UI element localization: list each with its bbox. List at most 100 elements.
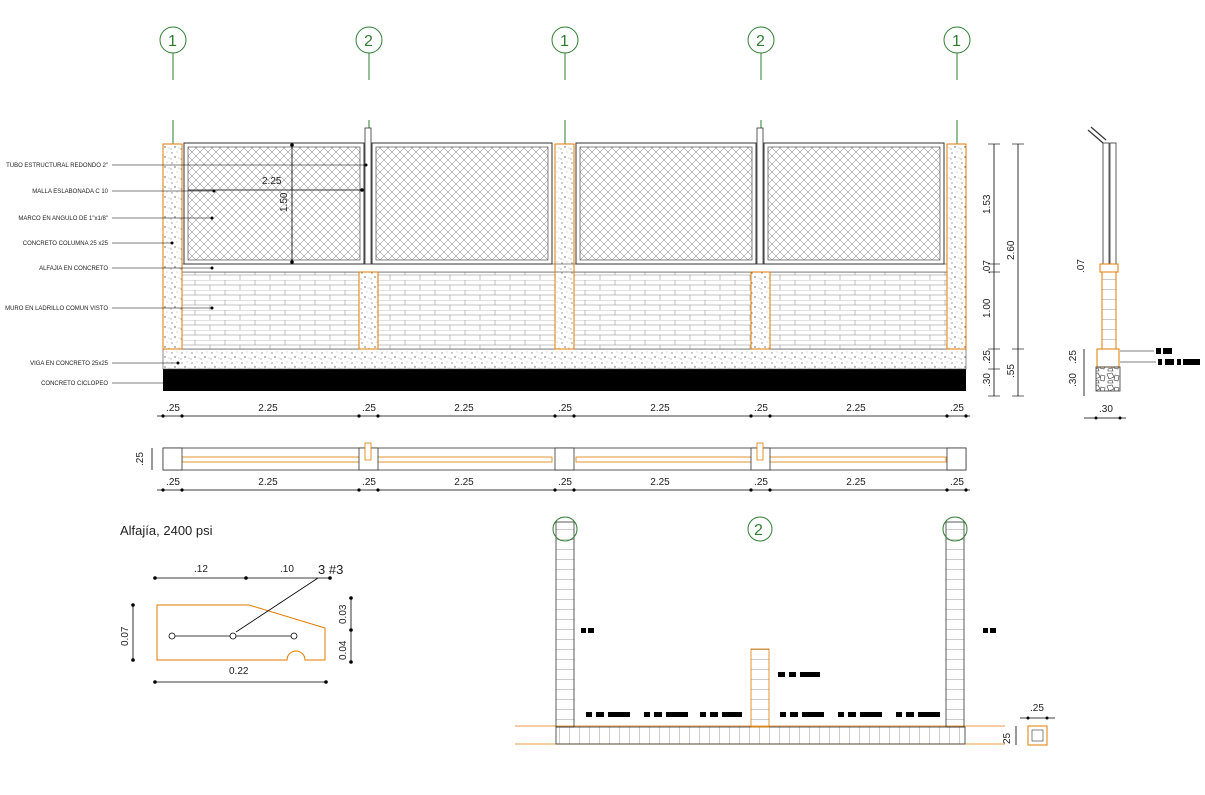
dim-text: .10 <box>280 564 294 575</box>
dim-value: .25 <box>558 403 572 414</box>
dim-value: .25 <box>558 477 572 488</box>
dim-text: .30 <box>982 373 993 387</box>
dim-tick <box>357 414 361 418</box>
callout-text: CONCRETO COLUMNA 25 x25 <box>23 241 109 247</box>
axis-label: 1 <box>952 33 961 50</box>
axis-bubble: 1 <box>159 26 187 144</box>
dim-tick <box>161 488 165 492</box>
dim-tick <box>161 414 165 418</box>
dim-tick <box>768 414 772 418</box>
concrete-column <box>358 271 379 350</box>
brick-wall <box>769 271 948 350</box>
mesh-panel <box>575 142 757 265</box>
dim-text: 0.07 <box>120 626 131 646</box>
dim-tick <box>553 414 557 418</box>
dim-text: 0.03 <box>338 604 349 624</box>
callout: TUBO ESTRUCTURAL REDONDO 2" <box>6 163 368 169</box>
dim-tick <box>357 488 361 492</box>
callout-text: VIGA EN CONCRETO 25x25 <box>30 361 109 367</box>
callout: CONCRETO COLUMNA 25 x25 <box>23 241 174 247</box>
axis-bubble: 1 <box>943 26 971 144</box>
dim-value: .25 <box>362 403 376 414</box>
panel-width-dim: 2.25 <box>262 176 282 187</box>
dim-value: .25 <box>166 477 180 488</box>
axis-label: 2 <box>754 522 763 539</box>
callout-text: ALFAJIA EN CONCRETO <box>39 266 108 272</box>
elevation-callouts: TUBO ESTRUCTURAL REDONDO 2" MALLA ESLABON… <box>5 163 368 387</box>
dim-text: .12 <box>194 564 208 575</box>
callout: CONCRETO CICLOPEO <box>41 381 167 387</box>
dim-text: .30 <box>1099 404 1113 415</box>
dim-tick <box>376 414 380 418</box>
dim-value: .25 <box>754 477 768 488</box>
dim-text: .07 <box>1076 259 1087 273</box>
dim-tick <box>768 488 772 492</box>
cyclopean-footing <box>163 369 966 391</box>
dim-text: 25 <box>1002 732 1013 744</box>
dim-text: 1.00 <box>982 298 993 318</box>
dim-value: 2.25 <box>846 477 866 488</box>
dim-tick <box>945 414 949 418</box>
dim-text: 1.53 <box>982 194 993 214</box>
concrete-beam <box>162 348 967 370</box>
dim-text: 0.22 <box>229 666 249 677</box>
vertical-dimensions: .30 .25 1.00 .07 1.53 .55 2.60 <box>982 143 1024 397</box>
dim-tick <box>945 488 949 492</box>
coping-title: Alfajía, 2400 psi <box>120 523 213 538</box>
panel-height-dim: 1.50 <box>279 192 290 212</box>
dim-tick <box>964 414 968 418</box>
callout-text: MARCO EN ANGULO DE 1"x1/8" <box>18 216 108 222</box>
concrete-column <box>750 271 771 350</box>
axis-bubble: 2 <box>747 26 775 144</box>
steel-post <box>364 127 372 265</box>
dim-value: 2.25 <box>258 477 278 488</box>
dim-text: .25 <box>135 452 146 466</box>
dim-value: 2.25 <box>258 403 278 414</box>
dim-tick <box>749 488 753 492</box>
dim-tick <box>376 488 380 492</box>
dim-value: .25 <box>362 477 376 488</box>
dim-value: .25 <box>950 477 964 488</box>
dim-values-row-2: .25 2.25 .25 2.25 .25 2.25 .25 2.25 .25 <box>161 477 968 492</box>
dim-value: 2.25 <box>454 403 474 414</box>
axis-markers: 1 2 1 2 1 <box>159 26 971 144</box>
steel-post <box>756 127 764 265</box>
brick-wall <box>377 271 556 350</box>
callout-text: MALLA ESLABONADA C 10 <box>32 189 108 195</box>
callout-text: CONCRETO CICLOPEO <box>41 381 108 387</box>
dim-text: .25 <box>1068 350 1079 364</box>
concrete-column <box>554 143 575 350</box>
dim-text: 0.04 <box>338 640 349 660</box>
fence-plan-strip: .25 <box>135 442 970 491</box>
axis-label: 1 <box>168 33 177 50</box>
mesh-panel <box>763 142 945 265</box>
dim-value: 2.25 <box>650 477 670 488</box>
dim-text: 2.60 <box>1006 240 1017 260</box>
callout: MALLA ESLABONADA C 10 <box>32 189 216 195</box>
dim-value: 2.25 <box>454 477 474 488</box>
axis-bubble: 2 <box>355 26 383 144</box>
axis-label: 2 <box>756 33 765 50</box>
dim-text: .25 <box>982 350 993 364</box>
foundation-plan: 2 .25 25 <box>515 516 1055 746</box>
dim-tick <box>749 414 753 418</box>
concrete-column <box>946 143 967 350</box>
dim-value: .25 <box>754 403 768 414</box>
concrete-column <box>162 143 183 350</box>
rebar-label: 3 #3 <box>318 562 343 577</box>
mesh-panel <box>183 142 365 265</box>
coping-detail: Alfajía, 2400 psi .12 .10 3 #3 0.07 0.03… <box>120 523 353 684</box>
dim-text: .30 <box>1068 373 1079 387</box>
callout: VIGA EN CONCRETO 25x25 <box>30 361 180 367</box>
fence-elevation: 2.25 1.50 <box>162 127 967 391</box>
brick-wall <box>181 271 360 350</box>
dim-value: 2.25 <box>650 403 670 414</box>
callout-text: TUBO ESTRUCTURAL REDONDO 2" <box>6 163 108 169</box>
axis-label: 1 <box>560 33 569 50</box>
mesh-panel <box>371 142 553 265</box>
dim-value: .25 <box>950 403 964 414</box>
dim-tick <box>572 488 576 492</box>
axis-bubble: 1 <box>551 26 579 144</box>
